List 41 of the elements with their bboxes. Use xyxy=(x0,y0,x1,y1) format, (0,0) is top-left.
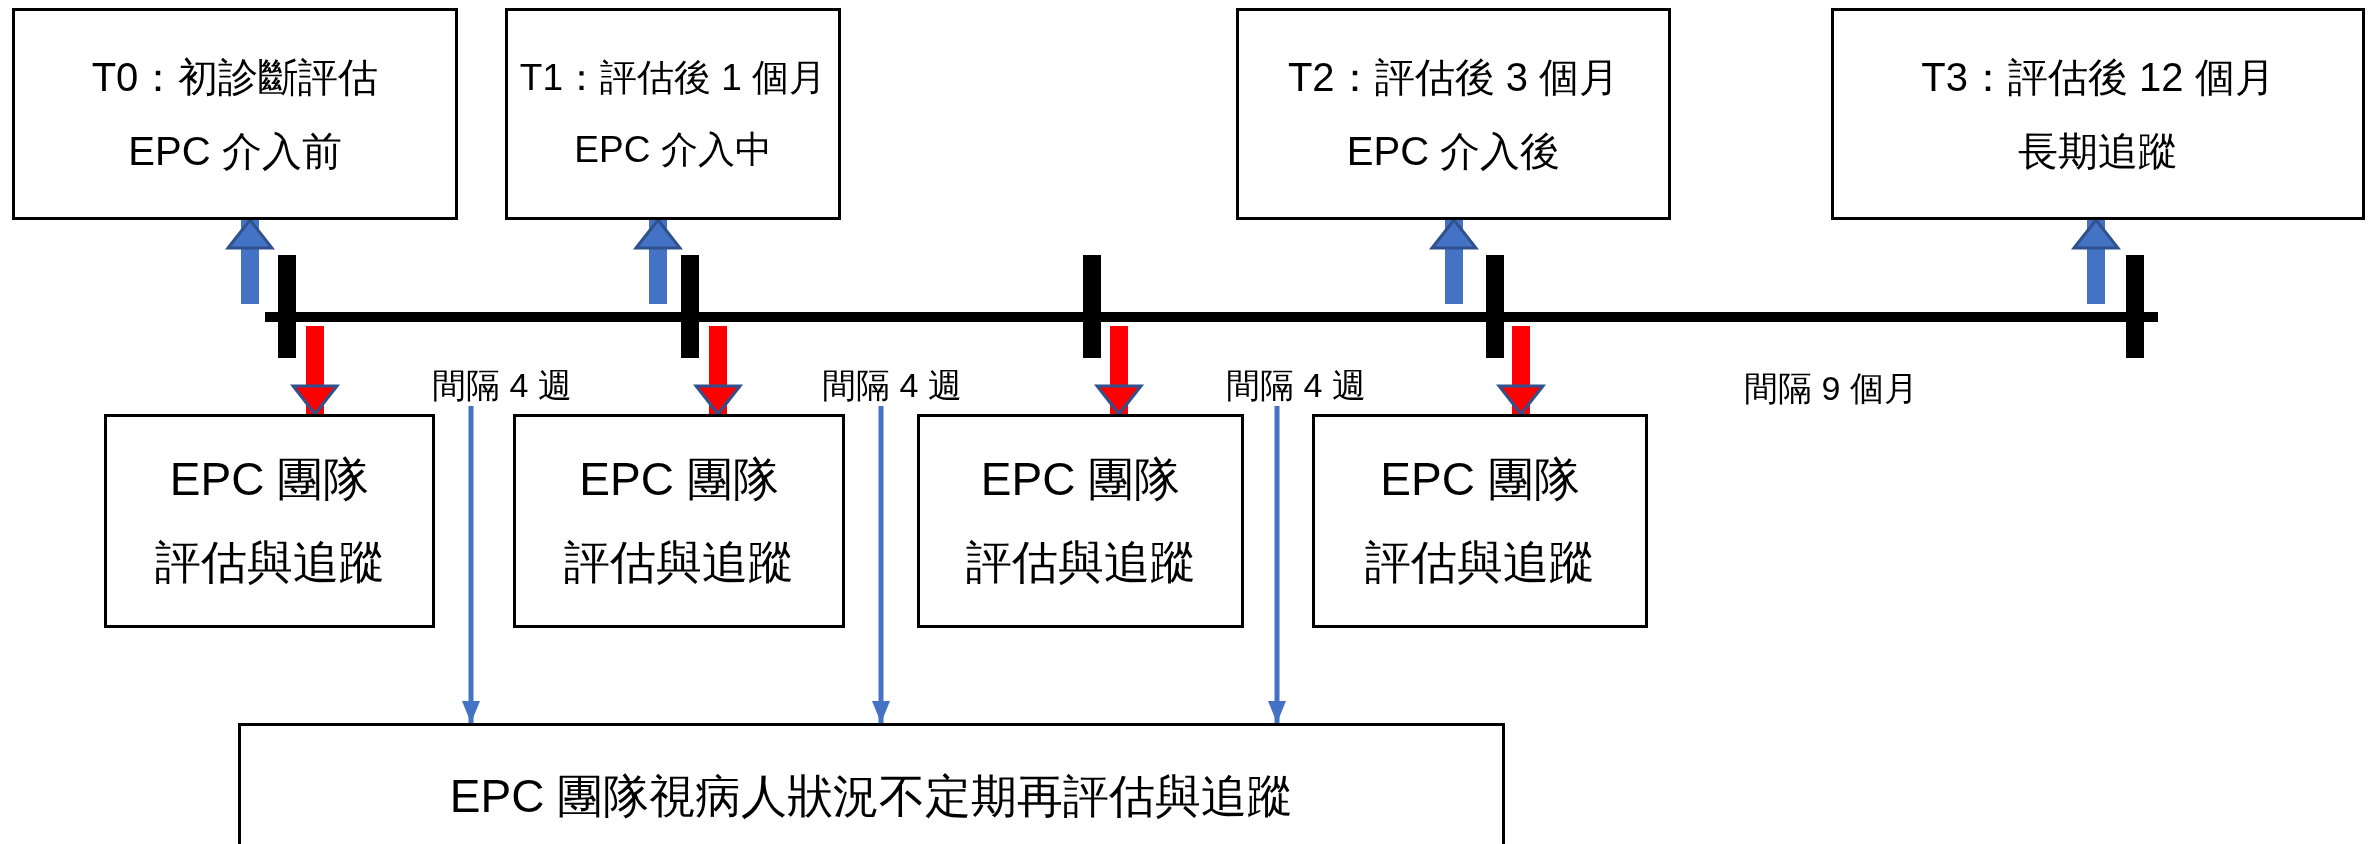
arrow xyxy=(2072,218,2120,304)
arrow xyxy=(694,326,742,416)
process-box xyxy=(238,723,1505,844)
box-text: 評估與追蹤 xyxy=(564,535,794,590)
process-box xyxy=(1236,8,1671,220)
box-text: EPC 團隊 xyxy=(579,451,779,507)
box-text: T3：評估後 12 個月 xyxy=(1921,54,2275,101)
box-text: EPC 介入中 xyxy=(574,128,772,172)
process-box xyxy=(1831,8,2365,220)
arrow xyxy=(634,218,682,304)
box-text: 評估與追蹤 xyxy=(965,535,1196,590)
process-box xyxy=(917,414,1244,628)
process-box xyxy=(1312,414,1648,628)
arrow xyxy=(226,218,274,304)
box-text: EPC 團隊 xyxy=(1380,451,1580,507)
arrow xyxy=(291,326,339,416)
arrow xyxy=(872,406,890,723)
box-text: T1：評估後 1 個月 xyxy=(519,55,827,100)
box-text: T2：評估後 3 個月 xyxy=(1287,54,1620,101)
arrow xyxy=(1497,326,1545,416)
box-text: 評估與追蹤 xyxy=(1365,535,1595,590)
arrow xyxy=(1430,218,1478,304)
interval-label: 間隔 4 週 xyxy=(1226,364,1366,406)
box-text: 評估與追蹤 xyxy=(154,535,385,590)
box-text: EPC 介入前 xyxy=(128,128,342,175)
arrow xyxy=(462,406,480,723)
box-text: EPC 團隊 xyxy=(980,451,1181,507)
arrow xyxy=(1095,326,1143,416)
box-text: EPC 團隊視病人狀況不定期再評估與追蹤 xyxy=(449,769,1294,824)
interval-label: 間隔 4 週 xyxy=(432,364,572,406)
interval-label: 間隔 4 週 xyxy=(822,364,962,406)
box-text: EPC 介入後 xyxy=(1346,128,1561,175)
box-text: T0：初診斷評估 xyxy=(91,54,379,101)
process-box xyxy=(104,414,435,628)
process-box xyxy=(505,8,841,220)
arrow xyxy=(1268,406,1286,723)
interval-label: 間隔 9 個月 xyxy=(1744,367,1918,409)
process-box xyxy=(513,414,845,628)
process-box xyxy=(12,8,458,220)
box-text: EPC 團隊 xyxy=(169,451,370,507)
box-text: 長期追蹤 xyxy=(2018,128,2178,175)
